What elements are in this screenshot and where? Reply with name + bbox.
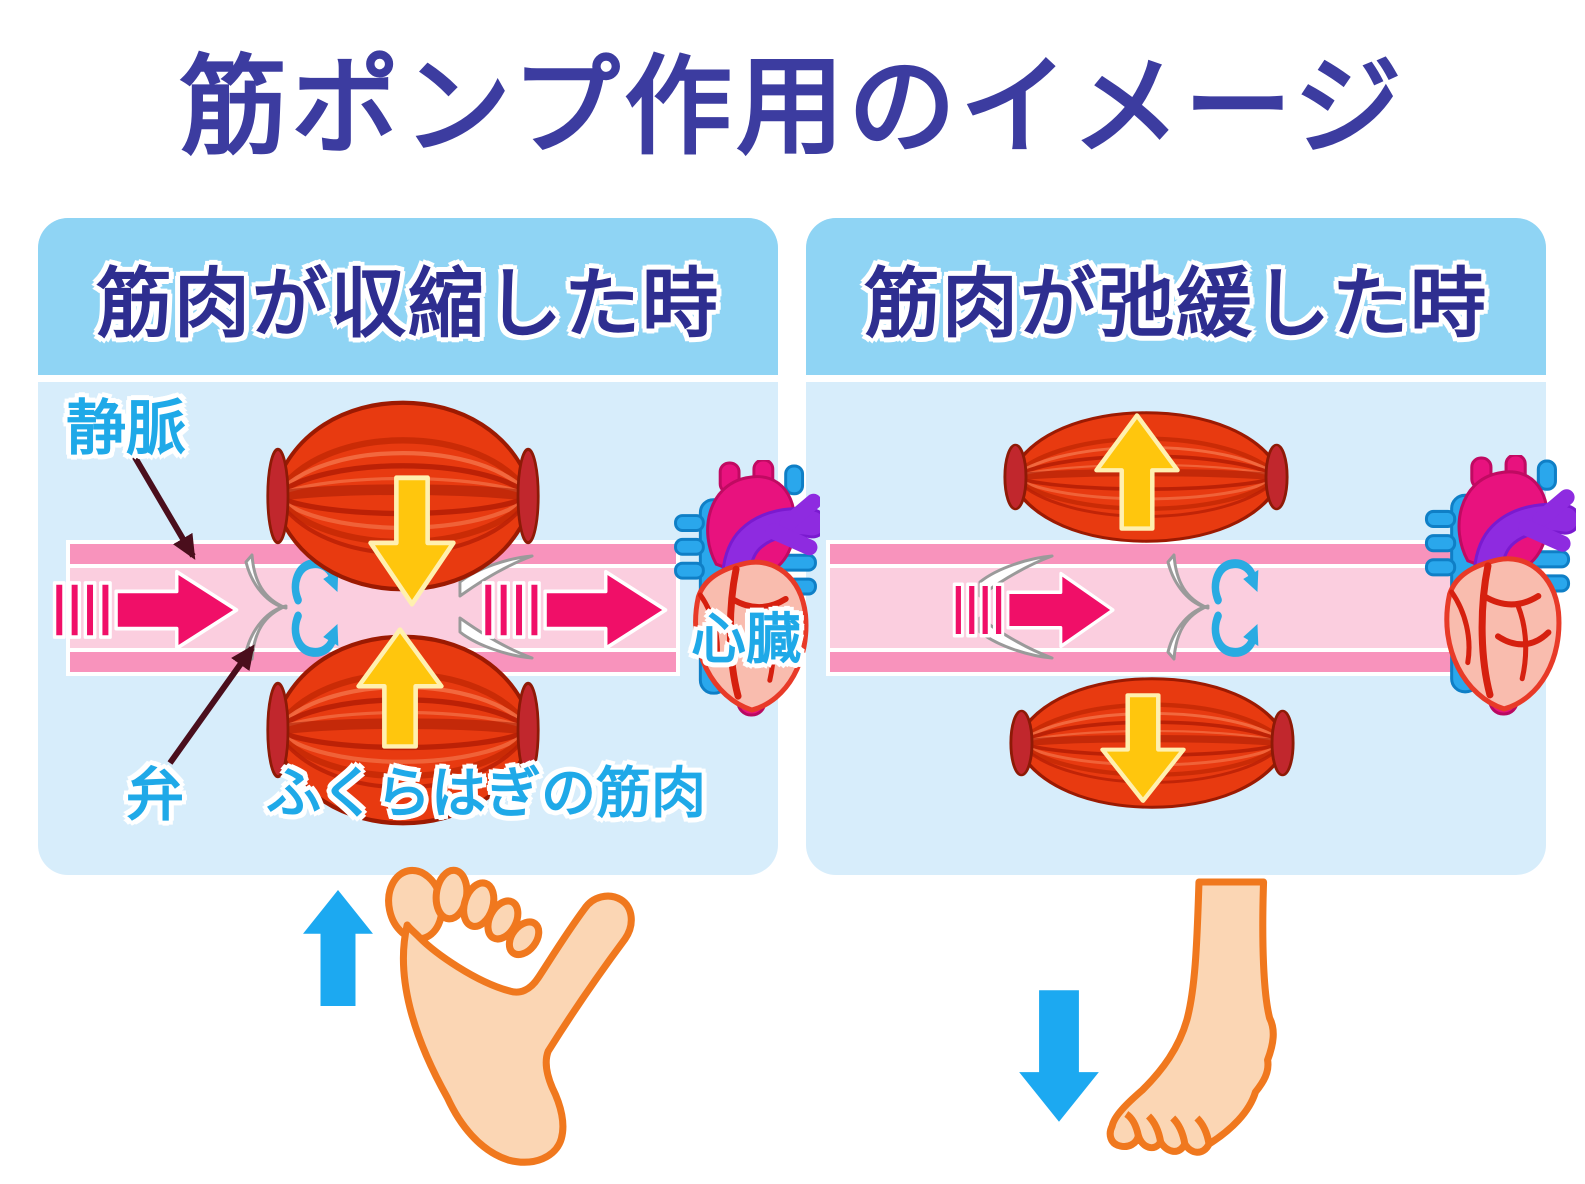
squeeze-arrow-down-icon xyxy=(366,474,458,608)
heel-lower-arrow-down-icon xyxy=(1019,990,1099,1122)
calf-muscle-label: ふくらはぎの筋肉 xyxy=(266,762,707,824)
page-title: 筋ポンプ作用のイメージ xyxy=(179,46,1406,167)
release-arrow-up-icon xyxy=(1092,412,1182,532)
heart-label: 心臓 xyxy=(690,608,801,670)
foot-tiptoe-illustration xyxy=(385,862,647,1167)
squeeze-arrow-up-icon xyxy=(354,626,446,750)
vein-pointer-arrow xyxy=(130,452,196,560)
blood-flow-arrow xyxy=(952,571,1115,649)
heel-raise-arrow-up-icon xyxy=(303,890,373,1006)
foot-lowered-illustration xyxy=(1092,878,1314,1178)
heart-illustration xyxy=(1418,455,1576,717)
panel-relaxed-header: 筋肉が弛緩した時 xyxy=(806,218,1546,382)
panel-relaxed-title: 筋肉が弛緩した時 xyxy=(864,261,1488,347)
panel-contracted: 筋肉が収縮した時 静脈 弁 ふくらはぎの筋肉 xyxy=(38,218,778,875)
panel-contracted-title: 筋肉が収縮した時 xyxy=(96,261,720,347)
valve-pointer-arrow xyxy=(167,644,255,765)
vein-label: 静脈 xyxy=(66,395,186,462)
heart-illustration xyxy=(670,460,820,718)
panel-contracted-header: 筋肉が収縮した時 xyxy=(38,218,778,382)
vein-lumen xyxy=(830,564,1542,652)
release-arrow-down-icon xyxy=(1098,692,1188,804)
backflow-swirl-icon xyxy=(1208,558,1260,658)
valve-label: 弁 xyxy=(126,763,185,828)
